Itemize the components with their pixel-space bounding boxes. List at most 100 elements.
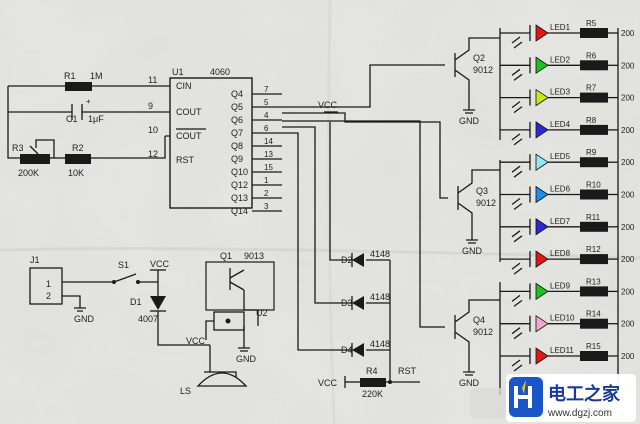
led-row	[500, 153, 618, 178]
s1-ref: S1	[118, 260, 129, 270]
led-row	[500, 88, 618, 114]
chip-pin-number: 11	[148, 75, 157, 85]
resistor-r3	[20, 154, 50, 164]
led-resistor-ref: R6	[586, 51, 597, 60]
chip-pin-number: 9	[148, 101, 153, 111]
chip-pin-name: RST	[176, 155, 195, 165]
r1-value: 1M	[90, 71, 103, 81]
led-resistor-ref: R12	[586, 245, 601, 254]
j1-pin2: 2	[46, 291, 51, 301]
r3-value: 200K	[18, 168, 39, 178]
led-row	[500, 218, 618, 243]
led-resistor-ref: R8	[586, 116, 597, 125]
chip-pin-name: Q6	[231, 115, 243, 125]
transistor-ref: Q4	[473, 315, 485, 325]
transistor-part: 9012	[476, 198, 496, 208]
led-row	[500, 56, 618, 81]
led-resistor-value: 200	[621, 126, 635, 135]
chip-pin-name: Q7	[231, 128, 243, 138]
led-2	[535, 56, 549, 75]
resistor-r8	[580, 124, 608, 135]
resistor-r12	[580, 254, 608, 265]
chip-pin-name: Q5	[231, 102, 243, 112]
led-resistor-value: 200	[621, 320, 635, 329]
chip-output-wires	[282, 64, 448, 351]
chip-pin-name: Q10	[231, 167, 248, 177]
transistor-q1-box	[205, 261, 275, 311]
resistor-r9	[580, 157, 608, 168]
led-ref: LED9	[550, 281, 571, 290]
led-7	[535, 218, 549, 236]
chip-pin-number: 1	[264, 176, 269, 185]
c1-polarity: +	[86, 97, 91, 106]
diode-d4	[340, 343, 390, 357]
chip-pin-name: Q4	[231, 89, 243, 99]
led-9	[535, 282, 549, 301]
r3-ref: R3	[12, 143, 24, 153]
led-resistor-value: 200	[621, 352, 635, 361]
transistor-part: 9012	[473, 327, 493, 337]
transistor-q3	[457, 169, 500, 244]
led-resistor-value: 200	[621, 61, 635, 70]
u2-ref: U2	[256, 308, 268, 318]
watermark-url: www.dgzj.com	[547, 408, 612, 419]
led-resistor-value: 200	[621, 29, 635, 38]
gnd-label-u2: GND	[236, 354, 257, 364]
resistor-r14	[580, 318, 608, 329]
led-resistor-ref: R9	[586, 148, 597, 157]
led-row	[500, 347, 618, 372]
led-resistor-ref: R5	[586, 19, 597, 28]
transistor-ref: Q3	[476, 186, 488, 196]
led-resistor-value: 200	[621, 158, 635, 167]
resistor-r10	[580, 189, 608, 200]
led-row	[500, 282, 618, 307]
led-11	[535, 347, 549, 365]
chip-ref: U1	[172, 67, 184, 77]
chip-pin-number: 3	[264, 202, 269, 211]
chip-pin-number: 7	[264, 85, 269, 94]
led-resistor-ref: R7	[586, 84, 597, 93]
led-ref: LED8	[550, 249, 571, 258]
led-ref: LED2	[550, 55, 571, 64]
transistor-ref: Q2	[473, 53, 485, 63]
led-ref: LED7	[550, 217, 571, 226]
chip-pin-number: 5	[264, 98, 269, 107]
led-row	[500, 121, 618, 146]
chip-pin-number: 15	[264, 163, 273, 172]
chip-part: 4060	[210, 67, 230, 77]
led-ref: LED10	[550, 314, 575, 323]
vcc-label-u2: VCC	[186, 336, 206, 346]
led-resistor-value: 200	[621, 255, 635, 264]
chip-pin-number: 13	[264, 150, 273, 159]
led-resistor-ref: R14	[586, 310, 601, 319]
chip-pin-name: COUT	[176, 107, 202, 117]
ls-ref: LS	[180, 386, 191, 396]
resistor-r11	[580, 221, 608, 232]
paper-fold	[327, 0, 336, 424]
chip-pin-name: COUT	[176, 131, 202, 141]
led-row	[500, 185, 618, 211]
diode-ref: D2	[341, 255, 353, 265]
led-resistor-value: 200	[621, 94, 635, 103]
led-ref: LED6	[550, 185, 571, 194]
transistor-part: 9012	[473, 65, 493, 75]
chip-pin-number: 6	[264, 124, 269, 133]
led-ref: LED3	[550, 88, 571, 97]
c1-ref: C1	[66, 114, 78, 124]
chip-pin-name: Q9	[231, 154, 243, 164]
vcc-label-r4: VCC	[318, 378, 338, 388]
chip-pin-number: 14	[264, 137, 273, 146]
led-resistor-ref: R15	[586, 342, 601, 351]
transistor-q4	[454, 299, 500, 376]
diode-d2	[340, 253, 390, 267]
led-3	[535, 88, 549, 107]
led-resistor-ref: R11	[586, 213, 601, 222]
r1-ref: R1	[64, 71, 76, 81]
led-8	[535, 250, 549, 268]
